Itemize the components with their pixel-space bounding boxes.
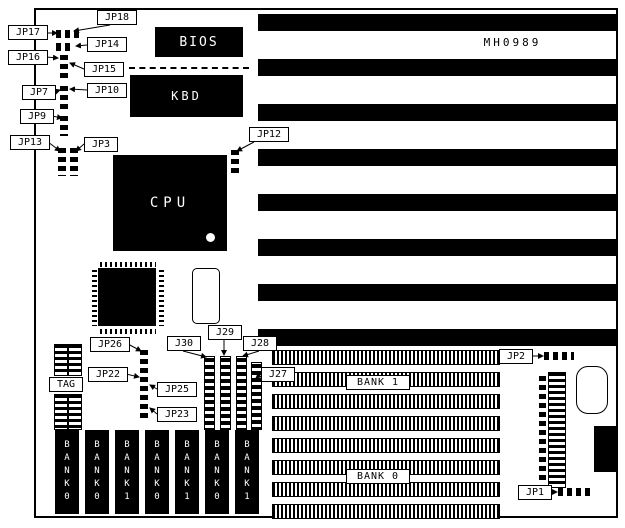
jumper-block: [60, 116, 68, 136]
isa-slot: [258, 14, 618, 31]
label-j28: J28: [243, 336, 277, 351]
label-j29: J29: [208, 325, 242, 340]
jumper-block: [58, 148, 66, 176]
label-j27: J27: [261, 367, 295, 382]
label-jp15: JP15: [84, 62, 124, 77]
memory-module: BANK1: [235, 430, 259, 514]
jumper-block-jp2: [544, 352, 574, 360]
label-jp7: JP7: [22, 85, 56, 100]
isa-slot: [258, 329, 618, 346]
qfp-pins-bottom: [100, 329, 156, 334]
header-j30: [204, 356, 215, 430]
jumper-block: [60, 86, 68, 112]
power-connector: [548, 372, 566, 488]
tag-sram-chip: [68, 344, 82, 376]
keyboard-connector: [594, 426, 618, 472]
bios-chip-label: BIOS: [179, 34, 219, 50]
component-outline: [192, 268, 220, 324]
simm-socket-row: [272, 438, 500, 453]
isa-slot: [258, 284, 618, 301]
cpu-pin1-dot: [206, 233, 215, 242]
label-jp18: JP18: [97, 10, 137, 25]
board-model: MH0989: [483, 36, 542, 49]
qfp-pins-right: [159, 270, 164, 326]
cpu-chip-label: CPU: [149, 195, 191, 211]
isa-slot: [258, 239, 618, 256]
label-jp26: JP26: [90, 337, 130, 352]
qfp-pins-left: [92, 270, 97, 326]
jumper-block: [60, 55, 68, 81]
label-jp16: JP16: [8, 50, 48, 65]
jumper-block: [56, 30, 82, 38]
header-j29: [220, 356, 231, 430]
label-tag: TAG: [49, 377, 83, 392]
label-j30: J30: [167, 336, 201, 351]
label-jp17: JP17: [8, 25, 48, 40]
cpu-chip: CPU: [113, 155, 227, 251]
bios-chip: BIOS: [155, 27, 243, 57]
simm-socket-row: [272, 416, 500, 431]
memory-module: BANK1: [115, 430, 139, 514]
label-jp2: JP2: [499, 349, 533, 364]
simm-socket-row: [272, 504, 500, 519]
qfp-pins-top: [100, 262, 156, 267]
simm-socket-row: [272, 482, 500, 497]
label-jp22: JP22: [88, 367, 128, 382]
label-jp10: JP10: [87, 83, 127, 98]
label-jp13: JP13: [10, 135, 50, 150]
jumper-block: [70, 148, 78, 176]
kbd-chip: KBD: [130, 75, 243, 117]
kbd-chip-label: KBD: [171, 89, 202, 103]
memory-module: BANK0: [205, 430, 229, 514]
qfp-chip: [98, 268, 156, 326]
jumper-block: [56, 43, 74, 51]
label-jp14: JP14: [87, 37, 127, 52]
label-jp23: JP23: [157, 407, 197, 422]
tag-sram-chip: [54, 344, 68, 376]
dashed-line: [129, 67, 249, 69]
isa-slot: [258, 194, 618, 211]
jumper-block-jp1: [558, 488, 594, 496]
isa-slot: [258, 59, 618, 76]
label-jp3: JP3: [84, 137, 118, 152]
jumper-block-jp12: [231, 150, 239, 176]
simm-socket-row: [272, 394, 500, 409]
label-bank1: BANK 1: [346, 375, 410, 390]
label-jp25: JP25: [157, 382, 197, 397]
isa-slot: [258, 149, 618, 166]
isa-slot: [258, 104, 618, 121]
tag-sram-chip: [54, 394, 68, 430]
simm-socket-row: [272, 350, 500, 365]
memory-module: BANK0: [145, 430, 169, 514]
memory-module: BANK1: [175, 430, 199, 514]
memory-module: BANK0: [85, 430, 109, 514]
header-j28: [236, 356, 247, 430]
connector-pads: [539, 376, 546, 480]
memory-module: BANK0: [55, 430, 79, 514]
label-bank0: BANK 0: [346, 469, 410, 484]
round-component: [576, 366, 608, 414]
tag-sram-chip: [68, 394, 82, 430]
label-jp9: JP9: [20, 109, 54, 124]
jumper-block-jp22-26: [140, 350, 148, 422]
label-jp1: JP1: [518, 485, 552, 500]
label-jp12: JP12: [249, 127, 289, 142]
header-j27: [251, 362, 262, 430]
